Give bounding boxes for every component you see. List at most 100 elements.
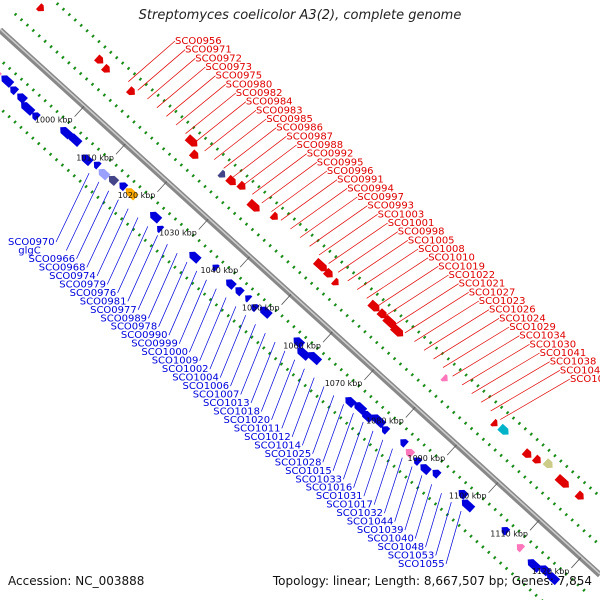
reverse-gene-arrow — [21, 102, 36, 116]
reverse-gene-arrow — [297, 347, 312, 361]
forward-gene-label: SCO1005 — [408, 235, 455, 246]
reverse-gene-arrow — [381, 426, 391, 435]
forward-gene-arrow — [217, 169, 226, 178]
reverse-gene-label: SCO0974 — [49, 271, 96, 282]
reverse-label-leader — [55, 172, 90, 243]
reverse-gene-label: SCO1014 — [254, 440, 301, 451]
reverse-gene-label: SCO1025 — [265, 449, 312, 460]
forward-gene-label: SCO1021 — [459, 279, 506, 290]
reverse-gene-arrow — [1, 75, 15, 88]
reverse-gene-arrow — [405, 448, 416, 459]
reverse-label-leader — [76, 190, 110, 260]
forward-label-leader — [452, 335, 520, 377]
forward-gene-label: SCO1026 — [489, 305, 536, 316]
forward-label-leader — [280, 179, 338, 221]
forward-label-leader — [261, 162, 318, 204]
accession-text: Accession: NC_003888 — [8, 574, 145, 588]
reverse-gene-arrow — [93, 161, 102, 170]
forward-gene-arrow — [542, 458, 553, 469]
forward-gene-arrow — [490, 418, 498, 427]
reverse-label-leader — [404, 475, 423, 531]
forward-gene-label: SCO1030 — [530, 339, 577, 350]
forward-label-leader — [442, 326, 510, 368]
forward-gene-arrow — [382, 314, 397, 329]
forward-gene-label: SCO0983 — [256, 105, 303, 116]
reverse-gene-arrow — [345, 397, 357, 409]
forward-gene-label: SCO1043 — [560, 365, 600, 376]
forward-label-leader — [347, 240, 409, 282]
scale-tick-label: 1090 kbp — [407, 454, 445, 463]
reverse-gene-arrow — [413, 457, 423, 466]
reverse-gene-label: SCO1053 — [388, 551, 435, 562]
forward-gene-label: SCO0985 — [266, 114, 313, 125]
forward-gene-arrow — [531, 454, 541, 464]
scale-tick-mark — [157, 181, 168, 193]
forward-gene-label: SCO0971 — [185, 45, 232, 56]
reverse-label-leader — [96, 208, 129, 277]
reverse-gene-label: SCO0981 — [80, 296, 127, 307]
reverse-gene-label: SCO0990 — [121, 330, 168, 341]
reverse-gene-arrow — [501, 527, 511, 536]
forward-gene-arrow — [376, 308, 387, 319]
forward-label-leader — [423, 309, 490, 351]
scale-tick-label: 1110 kbp — [490, 529, 528, 538]
forward-gene-label: SCO0986 — [276, 123, 323, 134]
reverse-gene-label: SCO1017 — [326, 500, 373, 511]
reverse-label-leader — [445, 510, 462, 565]
scale-tick-mark — [115, 143, 126, 155]
reverse-gene-arrow — [212, 264, 220, 272]
forward-gene-label: SCO1029 — [509, 322, 556, 333]
reverse-gene-label: SCO1002 — [162, 364, 209, 375]
scale-tick-mark — [571, 557, 582, 569]
reverse-gene-label: SCO1033 — [295, 474, 342, 485]
scale-tick-mark — [364, 369, 375, 381]
forward-label-leader — [404, 292, 469, 334]
reverse-gene-label: SCO1032 — [336, 508, 383, 519]
forward-label-leader — [166, 75, 216, 117]
reverse-gene-label: SCO1009 — [152, 356, 199, 367]
forward-gene-label: SCO1023 — [479, 296, 526, 307]
gene-features-layer — [0, 3, 584, 586]
reverse-gene-arrow — [150, 211, 163, 224]
reverse-gene-label: SCO1015 — [285, 466, 332, 477]
reverse-gene-label: SCO0966 — [29, 254, 76, 265]
reverse-gene-label: SCO1020 — [224, 415, 271, 426]
reverse-label-leader — [137, 244, 168, 310]
reverse-label-leader — [240, 332, 266, 395]
forward-label-leader — [318, 214, 378, 256]
forward-gene-label: SCO0972 — [195, 53, 242, 64]
reverse-label-leader — [435, 502, 452, 556]
forward-gene-arrow — [367, 299, 380, 312]
forward-gene-label: SCO1027 — [469, 287, 516, 298]
scale-tick-mark — [198, 218, 209, 230]
genome-backbone-layer — [0, 27, 600, 578]
reverse-gene-arrow — [371, 414, 387, 429]
reverse-label-leader — [281, 368, 305, 429]
forward-gene-label: SCO1019 — [438, 261, 485, 272]
scale-tick-label: 1050 kbp — [242, 304, 280, 313]
reverse-label-leader — [158, 261, 188, 327]
reverse-label-leader — [86, 199, 119, 268]
reverse-label-leader — [353, 430, 374, 488]
forward-gene-arrow — [35, 3, 44, 12]
forward-label-leader — [385, 274, 449, 316]
reverse-label-leader — [301, 386, 325, 446]
reverse-gene-label: SCO1048 — [378, 542, 425, 553]
forward-label-leader — [137, 49, 186, 91]
forward-label-leader — [223, 127, 277, 169]
reverse-label-leader — [260, 350, 286, 412]
forward-gene-label: SCO0980 — [226, 79, 273, 90]
forward-gene-label: SCO1041 — [540, 348, 587, 359]
forward-label-leader — [299, 196, 358, 238]
forward-label-leader — [271, 170, 328, 212]
forward-label-leader — [490, 369, 561, 412]
reverse-gene-arrow — [361, 410, 375, 424]
forward-label-leader — [395, 283, 459, 325]
reverse-gene-label: SCO1044 — [347, 517, 394, 528]
reverse-label-leader — [168, 270, 198, 336]
forward-gene-arrow — [184, 134, 198, 147]
reverse-gene-arrow — [98, 168, 111, 181]
forward-gene-label: SCO0975 — [216, 71, 263, 82]
